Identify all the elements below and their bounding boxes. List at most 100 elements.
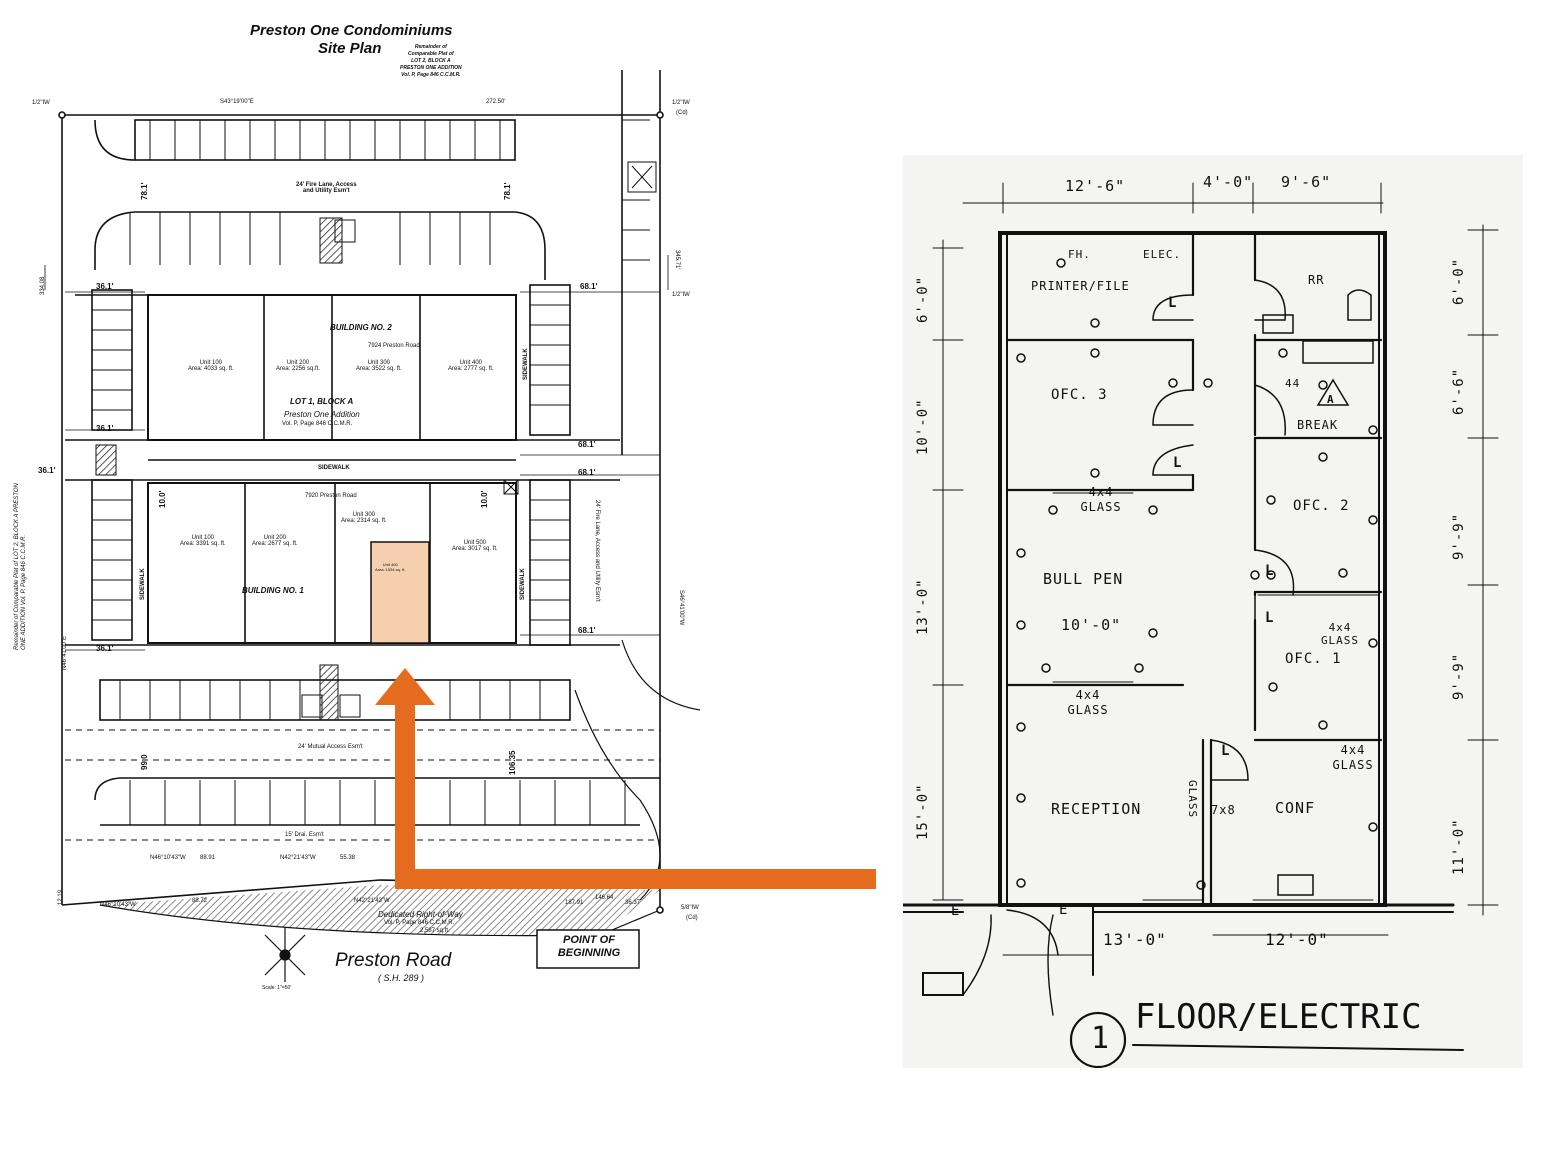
north-arrow-icon [264, 928, 306, 982]
sidewalk-left-b1: SIDEWALK [140, 568, 146, 600]
dim-36-1-a: 36.1' [96, 282, 114, 291]
detail-circle [1069, 1011, 1127, 1069]
corner-pin-right-sub: (Cd) [676, 110, 688, 116]
floor-plan: 12'-6" 4'-0" 9'-6" 6'-0" 10'-0" 13'-0" 1… [901, 155, 1523, 1069]
pin-bottom-right-sub: (Cd) [686, 915, 698, 921]
dim-36-1-c: 36.1' [38, 466, 56, 475]
fire-lane-right: 24' Fire Lane, Access and Utility Esm't [594, 500, 600, 602]
glass-label-2: 4x4 GLASS [1320, 621, 1360, 647]
glass-vertical: GLASS [1186, 780, 1199, 819]
bull-pen-dim: 10'-0" [1061, 616, 1122, 634]
pin-mid-right: 1/2"IW [672, 292, 690, 298]
dim-68-1-c: 68.1' [578, 468, 596, 477]
label-44: 44 [1285, 377, 1301, 390]
bearing-bottom-1: N46°10'43"W [150, 855, 186, 861]
dim-right-3: 9'-9" [1451, 512, 1467, 560]
dim-10-left: 10.0' [158, 490, 167, 508]
parking-col-right-2 [529, 479, 571, 646]
building-2-address: 7924 Preston Road [368, 343, 420, 349]
parking-col-left [91, 289, 133, 431]
room-rr: RR [1308, 273, 1325, 287]
dim-top-3: 9'-6" [1281, 173, 1332, 191]
symbol-a: A [1327, 393, 1335, 406]
mutual-access-label: 24' Mutual Access Esm't [298, 744, 363, 750]
room-ofc-1: OFC. 1 [1285, 651, 1342, 667]
row-area: 2,587 sq.ft. [420, 928, 450, 934]
dim-right-2: 6'-6" [1451, 367, 1467, 415]
dim-bottom-1: 13'-0" [1103, 930, 1167, 949]
floor-plan-drawing [901, 182, 1499, 1069]
bearing-left: N46°41'00"E [62, 635, 68, 670]
dist-right-vert: 345.71' [674, 250, 680, 270]
dist-bottom-5: 12.19 [58, 889, 64, 905]
row-vol: Vol. P, Page 846 C.C.M.R. [384, 920, 455, 926]
distance-top: 272.50' [486, 99, 506, 105]
bearing-bottom-3: N42°21'43"W [354, 898, 390, 904]
dist-78-right: 78.1' [503, 182, 512, 200]
dist-bottom-6: 88.72 [192, 898, 208, 904]
room-bull-pen: BULL PEN [1043, 570, 1124, 588]
building-2-name: BUILDING NO. 2 [330, 323, 392, 332]
building-1-address: 7920 Preston Road [305, 493, 357, 499]
door-l-1: L [1168, 295, 1178, 311]
corner-pin-left: 1/2"IW [32, 100, 50, 106]
room-break: BREAK [1297, 418, 1339, 432]
fire-lane-top: 24' Fire Lane, Access and Utility Esm't [296, 182, 357, 194]
point-of-beginning-label: POINT OF BEGINNING [557, 934, 621, 959]
row-label: Dedicated Right-of-Way [378, 910, 463, 919]
dim-68-1-d: 68.1' [578, 626, 596, 635]
remainder-left-note: Remainder of Comparable Plat of LOT 2, B… [14, 483, 27, 650]
door-e-1: E [951, 903, 961, 919]
room-reception: RECEPTION [1051, 800, 1142, 818]
building-2-addition: Preston One Addition [284, 410, 360, 419]
road-name: Preston Road [335, 950, 452, 971]
parking-col-right [529, 284, 571, 436]
dist-bottom-7: 187.91 [565, 900, 584, 906]
label-7x8: 7x8 [1211, 803, 1236, 817]
glass-label-3: 4x4 GLASS [1067, 688, 1109, 717]
dim-36-1-d: 36.1' [96, 644, 114, 653]
room-ofc-3: OFC. 3 [1051, 387, 1108, 403]
site-plan-subtitle: Site Plan [318, 40, 382, 57]
dist-bottom-2: 55.38 [340, 855, 356, 861]
remainder-top-note: Remainder of Comparable Plat of LOT 2, B… [400, 44, 462, 78]
scale-label: Scale: 1"=50' [262, 985, 292, 991]
electrical-outlets [1016, 258, 1378, 890]
dim-top-1: 12'-6" [1065, 177, 1126, 195]
dim-bottom-2: 12'-0" [1265, 930, 1329, 949]
dist-106: 106.35 [508, 750, 517, 775]
bearing-top: S43°19'00"E [220, 99, 254, 105]
dim-right-1: 6'-0" [1451, 257, 1467, 305]
dim-36-1-b: 36.1' [96, 424, 114, 433]
dim-left-4: 15'-0" [915, 783, 931, 840]
dim-left-2: 10'-0" [915, 398, 931, 455]
site-plan-drawing [44, 70, 701, 982]
door-l-2: L [1173, 455, 1183, 471]
highlighted-unit-400 [370, 541, 430, 644]
sidewalk-mid: SIDEWALK [318, 465, 350, 471]
bearing-bottom-4: N42°21'43"W [600, 885, 636, 891]
dim-68-1-b: 68.1' [578, 440, 596, 449]
room-ofc-2: OFC. 2 [1293, 498, 1350, 514]
dim-left-3: 13'-0" [915, 578, 931, 635]
building-1 [147, 482, 517, 644]
dist-left-vert: 334.08 [40, 276, 46, 295]
label-fh: FH. [1068, 248, 1091, 261]
door-e-2: E [1059, 902, 1069, 918]
bearing-right: S46°41'00"W [678, 590, 684, 626]
room-printer-file: PRINTER/FILE [1031, 279, 1130, 293]
dim-left-1: 6'-0" [915, 275, 931, 323]
corner-pin-right: 1/2"IW [672, 100, 690, 106]
floor-plan-title: FLOOR/ELECTRIC [1135, 997, 1422, 1037]
dim-10-right: 10.0' [480, 490, 489, 508]
door-l-4: L [1265, 610, 1275, 626]
bearing-bottom-1b: N46°10'43"W [100, 902, 136, 908]
